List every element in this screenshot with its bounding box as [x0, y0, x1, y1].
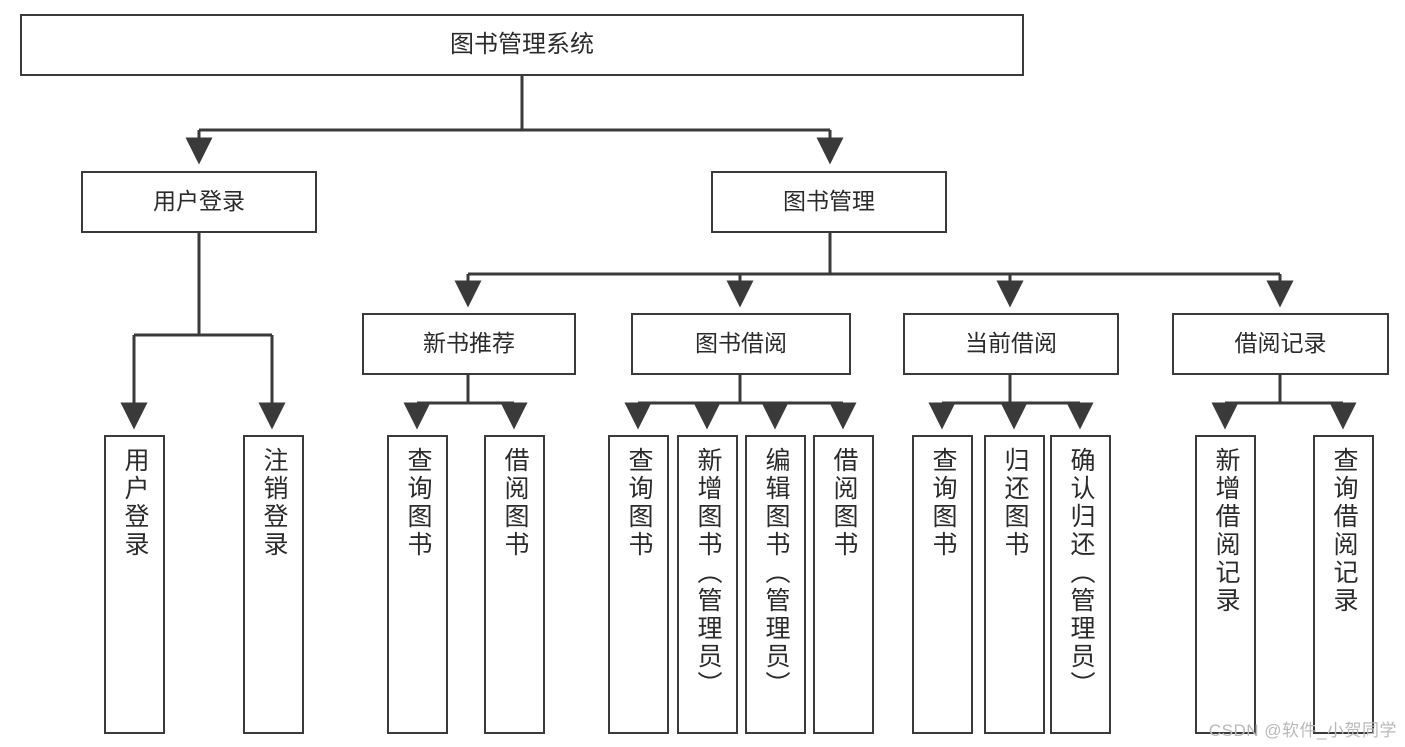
node-book-borrow-label: 图书借阅: [695, 330, 787, 357]
leaf-return-book[interactable]: 归还图书: [984, 435, 1045, 734]
leaf-query-record-label: 查询借阅记录: [1330, 447, 1358, 615]
node-new-book-recommend[interactable]: 新书推荐: [362, 313, 576, 375]
leaf-query-book-2[interactable]: 查询图书: [608, 435, 669, 734]
leaf-user-login[interactable]: 用户登录: [104, 435, 165, 734]
node-user-login[interactable]: 用户登录: [81, 171, 317, 233]
leaf-add-book[interactable]: 新增图书（管理员）: [677, 435, 738, 734]
node-book-manage[interactable]: 图书管理: [711, 171, 947, 233]
leaf-add-record[interactable]: 新增借阅记录: [1195, 435, 1256, 734]
leaf-query-book-3-label: 查询图书: [929, 447, 957, 559]
leaf-borrow-book-1-label: 借阅图书: [501, 447, 529, 559]
leaf-edit-book[interactable]: 编辑图书（管理员）: [745, 435, 806, 734]
node-book-manage-label: 图书管理: [783, 188, 875, 215]
node-book-borrow[interactable]: 图书借阅: [631, 313, 851, 375]
leaf-confirm-return[interactable]: 确认归还（管理员）: [1050, 435, 1111, 734]
leaf-borrow-book-2[interactable]: 借阅图书: [813, 435, 874, 734]
leaf-query-book-3[interactable]: 查询图书: [912, 435, 973, 734]
leaf-borrow-book-2-label: 借阅图书: [830, 447, 858, 559]
leaf-query-book-1[interactable]: 查询图书: [387, 435, 448, 734]
leaf-user-login-label: 用户登录: [121, 447, 149, 559]
node-current-borrow[interactable]: 当前借阅: [903, 313, 1119, 375]
leaf-query-book-2-label: 查询图书: [625, 447, 653, 559]
leaf-query-book-1-label: 查询图书: [404, 447, 432, 559]
leaf-logout-login-label: 注销登录: [260, 447, 288, 559]
node-new-book-recommend-label: 新书推荐: [423, 330, 515, 357]
watermark: CSDN @软件_小贺同学: [1208, 721, 1397, 740]
node-root-label: 图书管理系统: [450, 30, 594, 58]
node-user-login-label: 用户登录: [153, 188, 245, 215]
leaf-borrow-book-1[interactable]: 借阅图书: [484, 435, 545, 734]
leaf-return-book-label: 归还图书: [1001, 447, 1029, 559]
leaf-add-book-label: 新增图书（管理员）: [694, 447, 722, 699]
node-root[interactable]: 图书管理系统: [20, 14, 1024, 76]
node-current-borrow-label: 当前借阅: [965, 330, 1057, 357]
node-borrow-record-label: 借阅记录: [1234, 330, 1327, 357]
leaf-add-record-label: 新增借阅记录: [1212, 447, 1240, 615]
leaf-logout-login[interactable]: 注销登录: [243, 435, 304, 734]
leaf-confirm-return-label: 确认归还（管理员）: [1067, 447, 1095, 699]
leaf-query-record[interactable]: 查询借阅记录: [1313, 435, 1374, 734]
leaf-edit-book-label: 编辑图书（管理员）: [762, 447, 790, 699]
node-borrow-record[interactable]: 借阅记录: [1172, 313, 1389, 375]
